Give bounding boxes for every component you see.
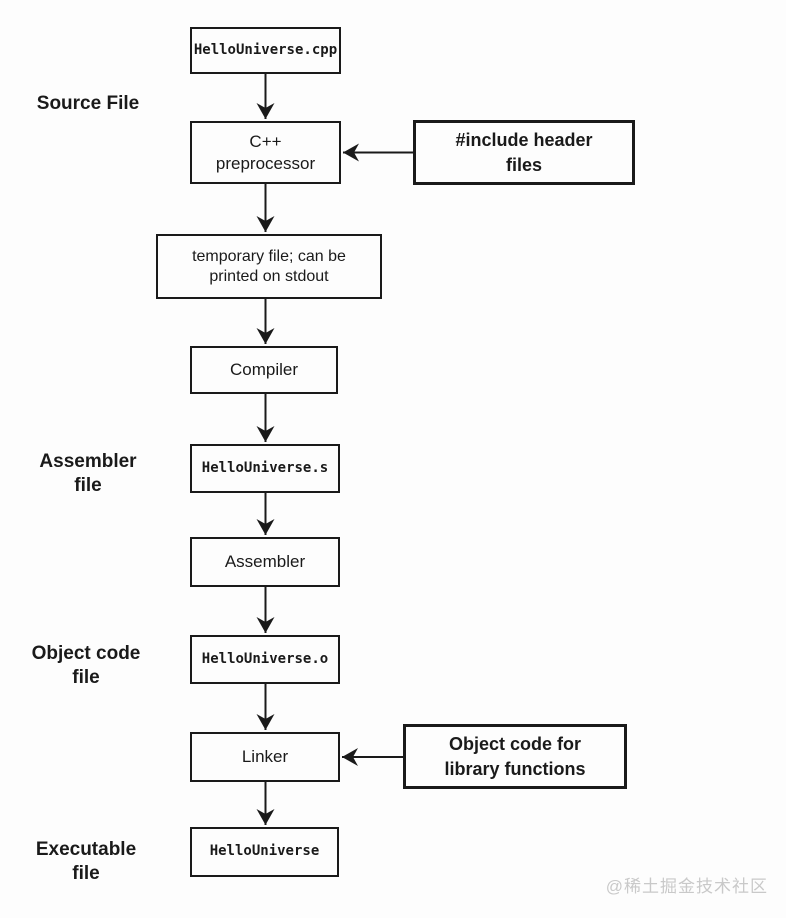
node-temporary-file: temporary file; can be printed on stdout (156, 234, 382, 299)
node-source-file: HelloUniverse.cpp (190, 27, 341, 74)
node-object-file: HelloUniverse.o (190, 635, 340, 684)
node-executable: HelloUniverse (190, 827, 339, 877)
node-assembly-file: HelloUniverse.s (190, 444, 340, 493)
watermark-text: @稀土掘金技术社区 (605, 877, 768, 896)
label-source-file: Source File (36, 93, 140, 114)
node-linker: Linker (190, 732, 340, 782)
node-preprocessor: C++ preprocessor (190, 121, 341, 184)
node-object-code-library: Object code for library functions (403, 724, 627, 789)
node-include-headers: #include header files (413, 120, 635, 185)
node-compiler: Compiler (190, 346, 338, 394)
label-executable-file: Executable file (35, 839, 137, 884)
label-assembler-file: Assembler file (39, 451, 137, 496)
label-object-code-file: Object code file (31, 643, 141, 688)
node-assembler: Assembler (190, 537, 340, 587)
